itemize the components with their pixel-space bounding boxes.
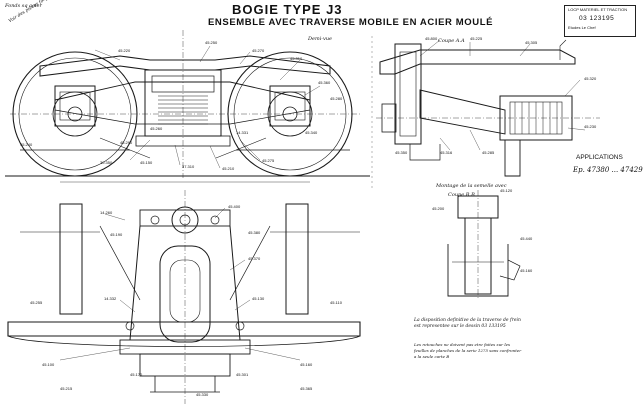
montage-label: Montage de la semelle avec <box>436 183 507 189</box>
centre-pivot <box>171 206 199 234</box>
part-number-label: 45.360 <box>318 80 331 85</box>
column-right <box>285 203 309 315</box>
drawing-subtitle: ENSEMBLE AVEC TRAVERSE MOBILE EN ACIER M… <box>208 17 494 28</box>
part-number-label: 45.225 <box>470 36 483 41</box>
part-number-label: 45.100 <box>42 362 55 367</box>
part-number-label: 45.316 <box>440 150 453 155</box>
column-left <box>59 203 83 315</box>
part-number-label: 45.285 <box>482 150 495 155</box>
side-frame <box>39 55 331 77</box>
axle-box-left <box>54 85 96 127</box>
part-number-label: 45.301 <box>236 372 249 377</box>
part-number-label: 45.200 <box>432 206 445 211</box>
part-number-label: 30.350 <box>100 160 113 165</box>
section-bb-view <box>447 190 521 300</box>
elevation-view <box>5 30 370 183</box>
note-line: est representee sur le dessin 03 133195 <box>414 324 506 329</box>
part-number-label: 45.240 <box>20 142 33 147</box>
section-bb-label: Coupe B.B <box>448 192 475 198</box>
part-number-label: 45.365 <box>300 386 313 391</box>
part-number-label: 45.120 <box>500 188 513 193</box>
part-number-label: 45.260 <box>150 126 163 131</box>
part-number-label: 45.220 <box>118 48 131 53</box>
part-number-label: 45.110 <box>330 300 342 305</box>
part-number-label: 45.255 <box>30 300 43 305</box>
note-line: Les retouches ne doivent pas etre faites… <box>414 342 511 347</box>
section-aa-view <box>376 39 600 177</box>
part-number-label: 45.270 <box>252 48 265 53</box>
part-number-label: 45.400 <box>228 204 241 209</box>
part-number-label: 45.190 <box>110 232 123 237</box>
part-number-label: 45.170 <box>130 372 143 377</box>
part-number-label: 45.280 <box>330 96 343 101</box>
part-number-label: 45.160 <box>520 268 533 273</box>
title-block: LOCP MATERIEL ET TRACTION 03 123195 Etud… <box>564 5 636 37</box>
applications-heading: APPLICATIONS <box>576 154 623 161</box>
part-number-label: 45.160 <box>300 362 313 367</box>
part-number-label: 14.260 <box>100 210 113 215</box>
title-block-line3: Etudes Le Chef <box>568 25 596 30</box>
note-line: feuilles de planches de la serie 1275 sa… <box>414 348 522 353</box>
part-number-label: 37.310 <box>182 164 195 169</box>
note-line: a la seule carte B <box>414 354 450 359</box>
part-number-label: 45.800 <box>425 36 438 41</box>
part-number-label: 45.350 <box>395 150 408 155</box>
part-number-label: 45.290 <box>120 140 133 145</box>
title-block-line1: LOCP MATERIEL ET TRACTION <box>568 7 628 12</box>
elevation-view-label: Demi-vue <box>308 36 333 42</box>
note-line: La disposition definitive de la traverse… <box>414 318 521 323</box>
part-number-label: 45.275 <box>262 158 275 163</box>
part-number-label: 45.340 <box>305 130 318 135</box>
part-number-label: 45.320 <box>584 76 597 81</box>
wheel-left <box>12 51 138 177</box>
part-number-label: 45.150 <box>140 160 153 165</box>
axle-box-right <box>269 85 311 127</box>
plan-view <box>7 190 361 404</box>
corner-note-1: Fonds sq acier <box>5 3 42 9</box>
part-number-label: 45.210 <box>222 166 235 171</box>
part-number-label: 45.440 <box>520 236 533 241</box>
applications-numbers: Ep. 47380 ... 47429 <box>573 166 643 174</box>
note-block-secondary: Les retouches ne doivent pas etre faites… <box>414 342 521 360</box>
part-number-label: 14.331 <box>236 130 249 135</box>
part-number-label: 45.370 <box>248 256 261 261</box>
section-aa-label: Coupe A.A <box>438 38 465 44</box>
part-number-label: 14.332 <box>104 296 117 301</box>
title-block-number: 03 123195 <box>579 15 615 22</box>
part-number-label: 45.310 <box>290 56 303 61</box>
part-number-label: 45.380 <box>248 230 261 235</box>
drawing-title: BOGIE TYPE J3 <box>232 2 343 17</box>
note-block-main: La disposition definitive de la traverse… <box>414 318 521 330</box>
part-number-label: 45.250 <box>205 40 218 45</box>
part-number-label: 45.130 <box>252 296 265 301</box>
part-number-label: 45.330 <box>196 392 209 397</box>
part-number-label: 45.305 <box>525 40 538 45</box>
part-number-label: 45.230 <box>584 124 597 129</box>
part-number-label: 45.215 <box>60 386 73 391</box>
